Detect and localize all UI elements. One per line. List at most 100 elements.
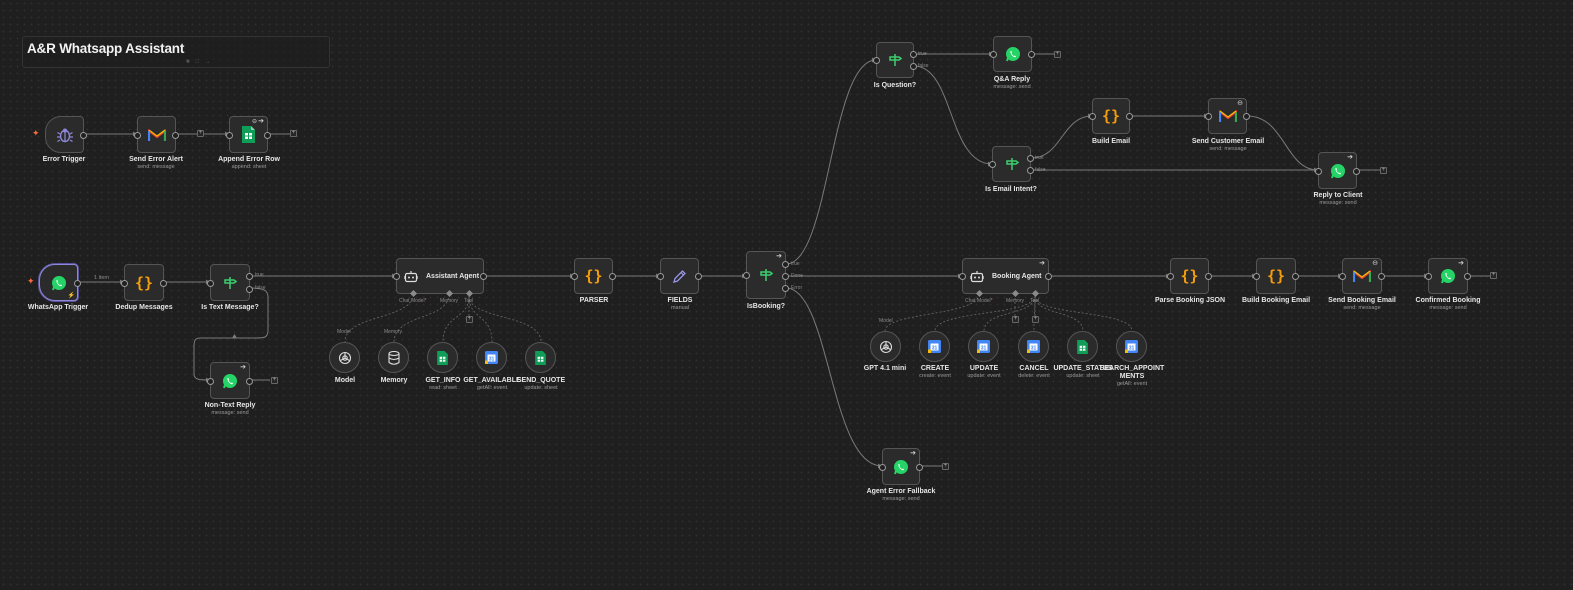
google-calendar-icon: 31 <box>485 351 498 364</box>
input-port[interactable] <box>571 273 578 280</box>
false-output-port[interactable] <box>910 63 917 70</box>
if-branch-icon <box>758 267 774 283</box>
output-port[interactable] <box>172 132 179 139</box>
add-tool-button[interactable]: + <box>466 316 473 323</box>
add-node-button[interactable]: + <box>1380 167 1387 174</box>
add-node-button[interactable]: + <box>942 463 949 470</box>
output-port[interactable] <box>1464 273 1471 280</box>
node-error-trigger[interactable] <box>45 116 87 153</box>
node-memory[interactable] <box>378 342 409 373</box>
true-output-port[interactable] <box>910 51 917 58</box>
node-update[interactable]: 31 <box>968 331 999 362</box>
add-memory-button[interactable]: + <box>1012 316 1019 323</box>
output-port[interactable] <box>1378 273 1385 280</box>
node-send-booking-email[interactable]: ⊖ <box>1339 258 1385 294</box>
input-port[interactable] <box>1089 113 1096 120</box>
output-port[interactable] <box>1292 273 1299 280</box>
add-tool-button[interactable]: + <box>1032 316 1039 323</box>
node-send-customer-email[interactable]: ⊖ <box>1205 98 1250 134</box>
input-port[interactable] <box>990 51 997 58</box>
true-output-port[interactable] <box>1027 155 1034 162</box>
true-output-port[interactable] <box>782 261 789 268</box>
node-subtitle: update: sheet <box>524 385 558 391</box>
input-port[interactable] <box>207 280 214 287</box>
node-dedup-messages[interactable]: {} <box>121 264 167 301</box>
add-node-button[interactable]: + <box>290 130 297 137</box>
node-gpt-mini[interactable] <box>870 331 901 362</box>
output-port[interactable] <box>1205 273 1212 280</box>
output-port[interactable] <box>264 132 271 139</box>
node-send-quote[interactable] <box>525 342 556 373</box>
workflow-title-note[interactable]: A&R Whatsapp Assistant ■ □ → <box>22 36 330 68</box>
false-output-port[interactable] <box>246 286 253 293</box>
node-booking-agent[interactable]: Booking Agent ➔ <box>959 258 1052 298</box>
trigger-bolt-icon: ✦ <box>32 128 40 138</box>
node-qa-reply[interactable] <box>990 36 1035 72</box>
output-port[interactable] <box>160 280 167 287</box>
node-create[interactable]: 31 <box>919 331 950 362</box>
sticky-drag-handle[interactable]: ■ □ → <box>186 59 213 65</box>
input-port[interactable] <box>1315 168 1322 175</box>
node-search-appointments[interactable]: 31 <box>1116 331 1147 362</box>
add-node-button[interactable]: + <box>1490 272 1497 279</box>
output-port[interactable] <box>246 378 253 385</box>
node-send-error-alert[interactable] <box>134 116 179 153</box>
node-agent-error-fallback[interactable]: ➔ <box>879 448 923 485</box>
error-output-port[interactable] <box>782 285 789 292</box>
input-port[interactable] <box>1167 273 1174 280</box>
pencil-icon <box>672 269 687 284</box>
node-build-booking-email[interactable]: {} <box>1253 258 1299 294</box>
node-parser[interactable]: {} <box>571 258 616 294</box>
true-output-port[interactable] <box>246 273 253 280</box>
node-parse-booking-json[interactable]: {} <box>1167 258 1212 294</box>
output-port[interactable] <box>480 273 487 280</box>
output-port[interactable] <box>1126 113 1133 120</box>
output-port[interactable] <box>80 132 87 139</box>
false-output-port[interactable] <box>1027 167 1034 174</box>
node-is-question[interactable] <box>873 42 917 78</box>
add-node-button[interactable]: + <box>197 130 204 137</box>
output-port[interactable] <box>1028 51 1035 58</box>
node-confirmed-booking[interactable]: ➔ <box>1425 258 1471 294</box>
output-port[interactable] <box>609 273 616 280</box>
node-get-info[interactable] <box>427 342 458 373</box>
input-port[interactable] <box>121 280 128 287</box>
input-port[interactable] <box>879 464 886 471</box>
input-port[interactable] <box>657 273 664 280</box>
node-build-email[interactable]: {} <box>1089 98 1133 134</box>
input-port[interactable] <box>959 273 966 280</box>
input-port[interactable] <box>134 132 141 139</box>
output-port[interactable] <box>916 464 923 471</box>
node-reply-to-client[interactable]: ➔ <box>1315 152 1360 189</box>
output-port[interactable] <box>1353 168 1360 175</box>
node-whatsapp-trigger[interactable]: ⚡ <box>39 264 81 301</box>
output-port[interactable] <box>695 273 702 280</box>
input-port[interactable] <box>1339 273 1346 280</box>
done-output-port[interactable] <box>782 273 789 280</box>
node-assistant-agent[interactable]: Assistant Agent <box>393 258 487 298</box>
node-non-text-reply[interactable]: ➔ <box>207 362 253 399</box>
input-port[interactable] <box>1425 273 1432 280</box>
input-port[interactable] <box>226 132 233 139</box>
input-port[interactable] <box>873 57 880 64</box>
input-port[interactable] <box>393 273 400 280</box>
node-fields[interactable] <box>657 258 702 294</box>
add-node-button[interactable]: + <box>271 377 278 384</box>
node-model[interactable] <box>329 342 360 373</box>
input-port[interactable] <box>743 272 750 279</box>
node-update-status[interactable] <box>1067 331 1098 362</box>
input-port[interactable] <box>1253 273 1260 280</box>
node-is-text-message[interactable] <box>207 264 253 301</box>
node-cancel[interactable]: 31 <box>1018 331 1049 362</box>
input-port[interactable] <box>207 378 214 385</box>
node-is-booking[interactable]: ➔ <box>743 251 789 299</box>
node-append-error-row[interactable]: ⊖ ➔ <box>226 116 271 153</box>
input-port[interactable] <box>989 161 996 168</box>
node-is-email-intent[interactable] <box>989 146 1034 182</box>
input-port[interactable] <box>1205 113 1212 120</box>
add-node-button[interactable]: + <box>1054 51 1061 58</box>
output-port[interactable] <box>1243 113 1250 120</box>
output-port[interactable] <box>74 280 81 287</box>
output-port[interactable] <box>1045 273 1052 280</box>
node-get-available[interactable]: 31 <box>476 342 507 373</box>
